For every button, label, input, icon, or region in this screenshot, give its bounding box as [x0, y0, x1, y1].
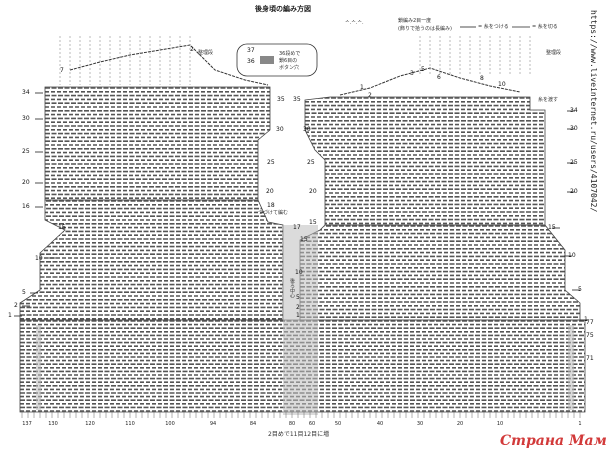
row-number: 5	[578, 286, 582, 293]
scale-label: 1	[578, 421, 581, 427]
row-number: 5	[421, 66, 425, 73]
scale-label: 10	[497, 421, 503, 427]
row-number: 15	[58, 224, 66, 231]
right-upper-panel	[305, 97, 545, 225]
row-number: 36	[247, 58, 255, 65]
row-number: 15	[309, 219, 317, 226]
row-number: 10	[35, 255, 43, 262]
left-yoke-outline	[19, 199, 284, 321]
row-number: 16	[22, 203, 30, 210]
scale-label: 120	[85, 421, 95, 427]
row-number: 5	[296, 294, 300, 301]
row-number: 20	[570, 188, 578, 195]
scale-label: 110	[125, 421, 135, 427]
row-number: 35	[277, 96, 285, 103]
legend-join: = 糸をつける	[478, 24, 509, 30]
row-number: 2	[14, 302, 18, 309]
left-shoulder-rows	[69, 44, 269, 86]
row-number: 7	[60, 67, 64, 74]
row-number: 2	[368, 92, 372, 99]
row-number: 25	[22, 148, 30, 155]
row-number: 20	[266, 188, 274, 195]
bottom-body-outline	[19, 319, 586, 413]
legend-chain-note-1: 鎖編み2目一度	[398, 18, 432, 24]
row-number: 20	[309, 188, 317, 195]
row-number: 25	[307, 159, 315, 166]
row-number: 17	[293, 224, 301, 231]
label-ito-watasu: 糸を渡す	[538, 97, 559, 103]
label-buttonhole-1: 36段めで	[279, 51, 301, 57]
scale-label: 60	[309, 421, 315, 427]
scale-label: 84	[250, 421, 256, 427]
row-number: 10	[498, 81, 506, 88]
row-number: 15	[548, 224, 556, 231]
row-number: 25	[570, 159, 578, 166]
left-upper-panel	[45, 87, 270, 199]
scale-label: 130	[48, 421, 58, 427]
row-number: 71	[586, 355, 594, 362]
page-title: 後身頃の編み方図	[255, 5, 311, 13]
row-number: 30	[22, 115, 30, 122]
legend-symbol: ᄉ.ᄉ.ᄉ.	[345, 20, 364, 26]
label-center-back: 後ろ中心	[289, 278, 295, 298]
row-number: 1	[584, 316, 588, 323]
watermark-url: https://www.liveinternet.ru/users/410704…	[589, 10, 598, 213]
label-tsuzukete: つづけて編む	[258, 210, 289, 216]
label-footer: 2目めで11目12目に増	[268, 431, 330, 438]
legend-cut: = 糸を切る	[532, 24, 558, 30]
scale-label: 40	[377, 421, 383, 427]
row-number: 30	[276, 126, 284, 133]
row-number: 20	[22, 179, 30, 186]
scale-label: 94	[210, 421, 216, 427]
legend-chain-note-2: (飾りで拾うのは長編み)	[398, 26, 452, 32]
row-number: 1	[296, 312, 300, 319]
scale-label: 30	[417, 421, 423, 427]
row-number: 30	[303, 126, 311, 133]
row-number: 75	[586, 332, 594, 339]
row-number: 2	[190, 46, 194, 53]
shaded-band	[36, 325, 41, 410]
row-number: 6	[437, 74, 441, 81]
shaded-band	[568, 325, 574, 410]
row-number: 18	[267, 202, 275, 209]
brand-logo: Страна Мам	[500, 433, 607, 449]
row-number: 34	[570, 107, 578, 114]
row-number: 8	[480, 75, 484, 82]
row-number: 34	[22, 89, 30, 96]
row-number: 37	[247, 47, 255, 54]
row-number: 5	[22, 289, 26, 296]
shaded-band	[283, 225, 318, 415]
row-number: 2	[296, 304, 300, 311]
scale-label: 100	[165, 421, 175, 427]
row-number: 30	[570, 125, 578, 132]
row-number: 1	[8, 312, 12, 319]
scale-label: 137	[22, 421, 32, 427]
row-number: 77	[586, 319, 594, 326]
label-seiri-right: 整理段	[546, 50, 562, 56]
scale-label: 20	[457, 421, 463, 427]
label-buttonhole-3: ボタン穴	[279, 65, 300, 71]
row-number: 10	[568, 252, 576, 259]
right-yoke	[300, 225, 580, 319]
label-buttonhole-2: 鎖6目の	[279, 58, 298, 64]
buttonhole-callout	[236, 43, 318, 77]
row-number: 15	[300, 236, 308, 243]
row-number: 10	[295, 269, 303, 276]
left-yoke	[20, 200, 283, 320]
buttonhole-mark	[260, 56, 274, 64]
row-number: 1	[360, 84, 364, 91]
scale-label: 80	[289, 421, 295, 427]
scale-label: 50	[335, 421, 341, 427]
row-number: 25	[267, 159, 275, 166]
label-seiri-left: 整理段	[198, 50, 214, 56]
row-number: 35	[293, 96, 301, 103]
row-number: 3	[410, 70, 414, 77]
